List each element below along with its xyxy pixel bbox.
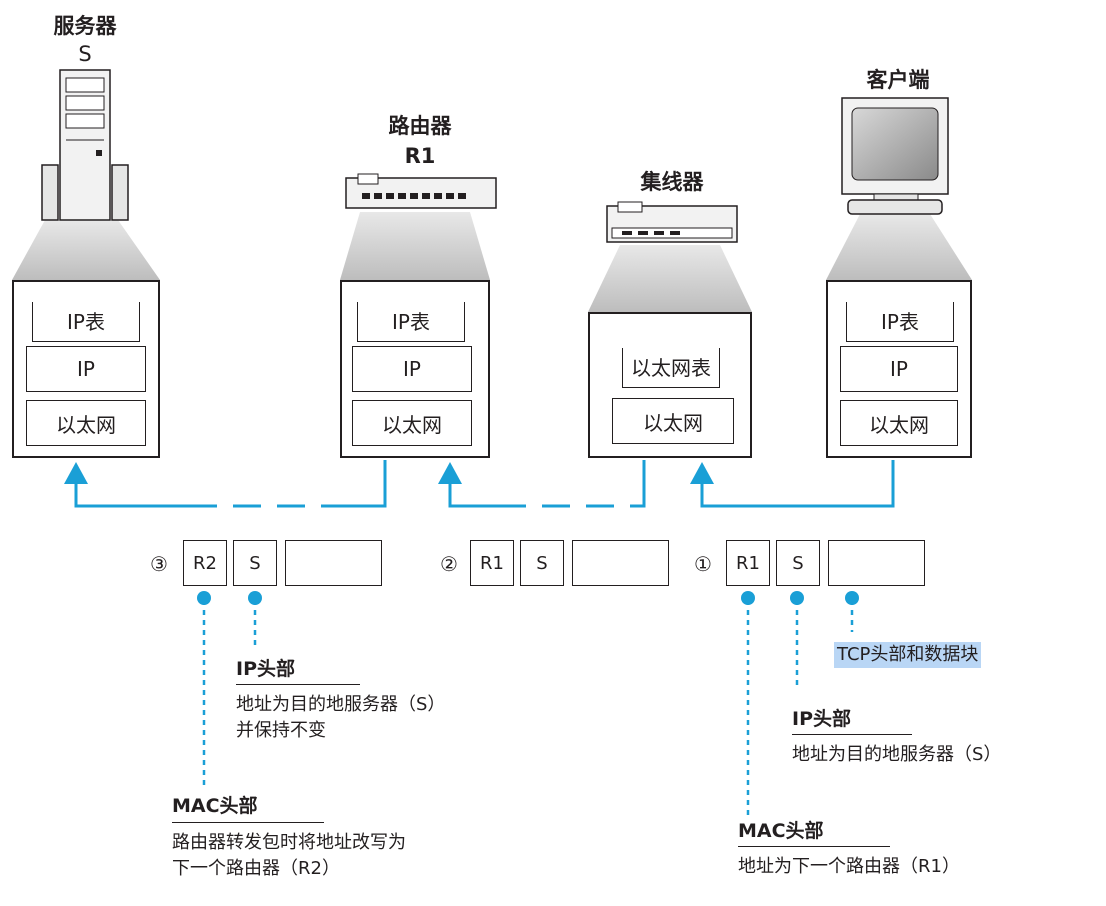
mac-header-left-underline: [172, 822, 324, 823]
ip-header-left-underline: [236, 684, 360, 685]
server-ethernet-layer: 以太网: [26, 400, 146, 446]
router-ip-table: IP表: [357, 302, 465, 342]
router-icon: [345, 173, 497, 209]
arrow-router-to-server: [74, 460, 387, 508]
ip-header-left-line-2: 并保持不变: [236, 720, 326, 741]
packet-3-tcp-data: [285, 540, 382, 586]
router-funnel: [340, 212, 490, 280]
mac-header-left-title: MAC头部: [172, 795, 258, 817]
client-funnel: [826, 214, 972, 280]
server-title: 服务器: [53, 14, 117, 38]
client-ethernet-layer: 以太网: [840, 400, 958, 446]
router-subtitle: R1: [404, 144, 436, 168]
mac-header-left-line-1: 路由器转发包时将地址改写为: [172, 832, 406, 853]
packet-1-mac-header: R1: [726, 540, 770, 586]
dotted-leaders: [202, 600, 854, 815]
server-ip-table: IP表: [32, 302, 140, 342]
packet-2-number: ②: [440, 552, 458, 576]
ip-header-right-line-1: 地址为目的地服务器（S）: [792, 744, 1002, 765]
table-grids: [31, 287, 955, 347]
packet-1-ip-header: S: [776, 540, 820, 586]
arrowhead-router: [438, 462, 462, 484]
mac-header-right-underline: [738, 846, 890, 847]
ip-header-right-underline: [792, 734, 912, 735]
server-funnel: [12, 220, 160, 280]
client-ip-table: IP表: [846, 302, 954, 342]
ip-header-right-title: IP头部: [792, 708, 851, 730]
ip-header-left-title: IP头部: [236, 658, 295, 680]
mac-header-right-line-1: 地址为下一个路由器（R1）: [738, 856, 960, 877]
packet-3-number: ③: [150, 552, 168, 576]
arrow-hub-to-router: [448, 460, 646, 508]
packet-2-ip-header: S: [520, 540, 564, 586]
hub-icon: [606, 201, 738, 243]
monitor-icon: [841, 97, 949, 215]
packet-2-tcp-data: [572, 540, 669, 586]
arrowhead-server: [64, 462, 88, 484]
packet-3-mac-header: R2: [183, 540, 227, 586]
tcp-data-label: TCP头部和数据块: [834, 642, 982, 668]
hub-ethernet-layer: 以太网: [612, 398, 734, 444]
hub-funnel: [588, 245, 752, 312]
client-ip-layer: IP: [840, 346, 958, 392]
packet-3-ip-header: S: [233, 540, 277, 586]
packet-1-tcp-data: [828, 540, 925, 586]
server-icon: [41, 69, 129, 221]
ip-header-left-line-1: 地址为目的地服务器（S）: [236, 694, 446, 715]
server-ip-layer: IP: [26, 346, 146, 392]
packet-2-mac-header: R1: [470, 540, 514, 586]
server-subtitle: S: [78, 42, 92, 66]
connection-arrows: [74, 460, 895, 508]
hub-ethernet-table: 以太网表: [622, 348, 720, 388]
arrowhead-hub: [690, 462, 714, 484]
mac-header-right-title: MAC头部: [738, 820, 824, 842]
mac-header-left-line-2: 下一个路由器（R2）: [172, 858, 340, 879]
router-ethernet-layer: 以太网: [352, 400, 472, 446]
router-ip-layer: IP: [352, 346, 472, 392]
hub-title: 集线器: [640, 170, 704, 194]
client-title: 客户端: [866, 68, 930, 92]
arrow-client-to-hub: [700, 460, 895, 508]
packet-1-number: ①: [694, 552, 712, 576]
router-title: 路由器: [388, 114, 452, 138]
